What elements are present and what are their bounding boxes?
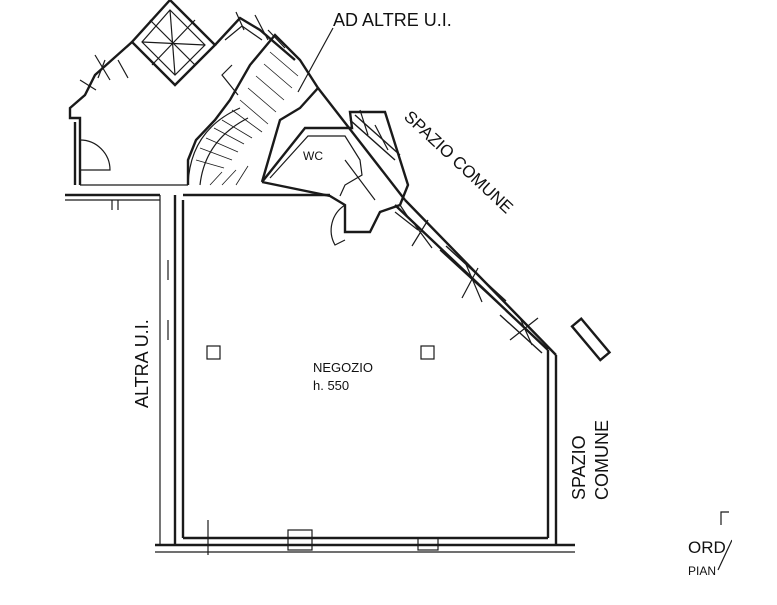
legend-fragment-line1: ORD (688, 538, 726, 557)
elevator-shaft (130, 0, 217, 87)
detached-element (570, 316, 612, 362)
label-common-space-diagonal: SPAZIO COMUNE (400, 107, 516, 217)
staircase (186, 33, 320, 186)
leader-line (297, 27, 334, 93)
label-other-units: AD ALTRE U.I. (333, 10, 452, 30)
wc-room (261, 110, 419, 246)
pillar-left (206, 345, 221, 360)
room-name: NEGOZIO (313, 360, 373, 375)
label-other-unit: ALTRA U.I. (132, 319, 152, 408)
entrance-area (68, 41, 188, 186)
upper-corridor (214, 11, 406, 201)
diagonal-windows (411, 219, 549, 354)
label-common-space-line2: COMUNE (592, 420, 612, 500)
label-common-space-line1: SPAZIO (569, 435, 589, 500)
legend-fragment: ORD PIAN (688, 500, 777, 600)
room-height: h. 550 (313, 378, 349, 393)
label-wc: WC (303, 149, 323, 163)
pillar-right (420, 345, 435, 360)
legend-fragment-line2: PIAN (688, 564, 716, 578)
